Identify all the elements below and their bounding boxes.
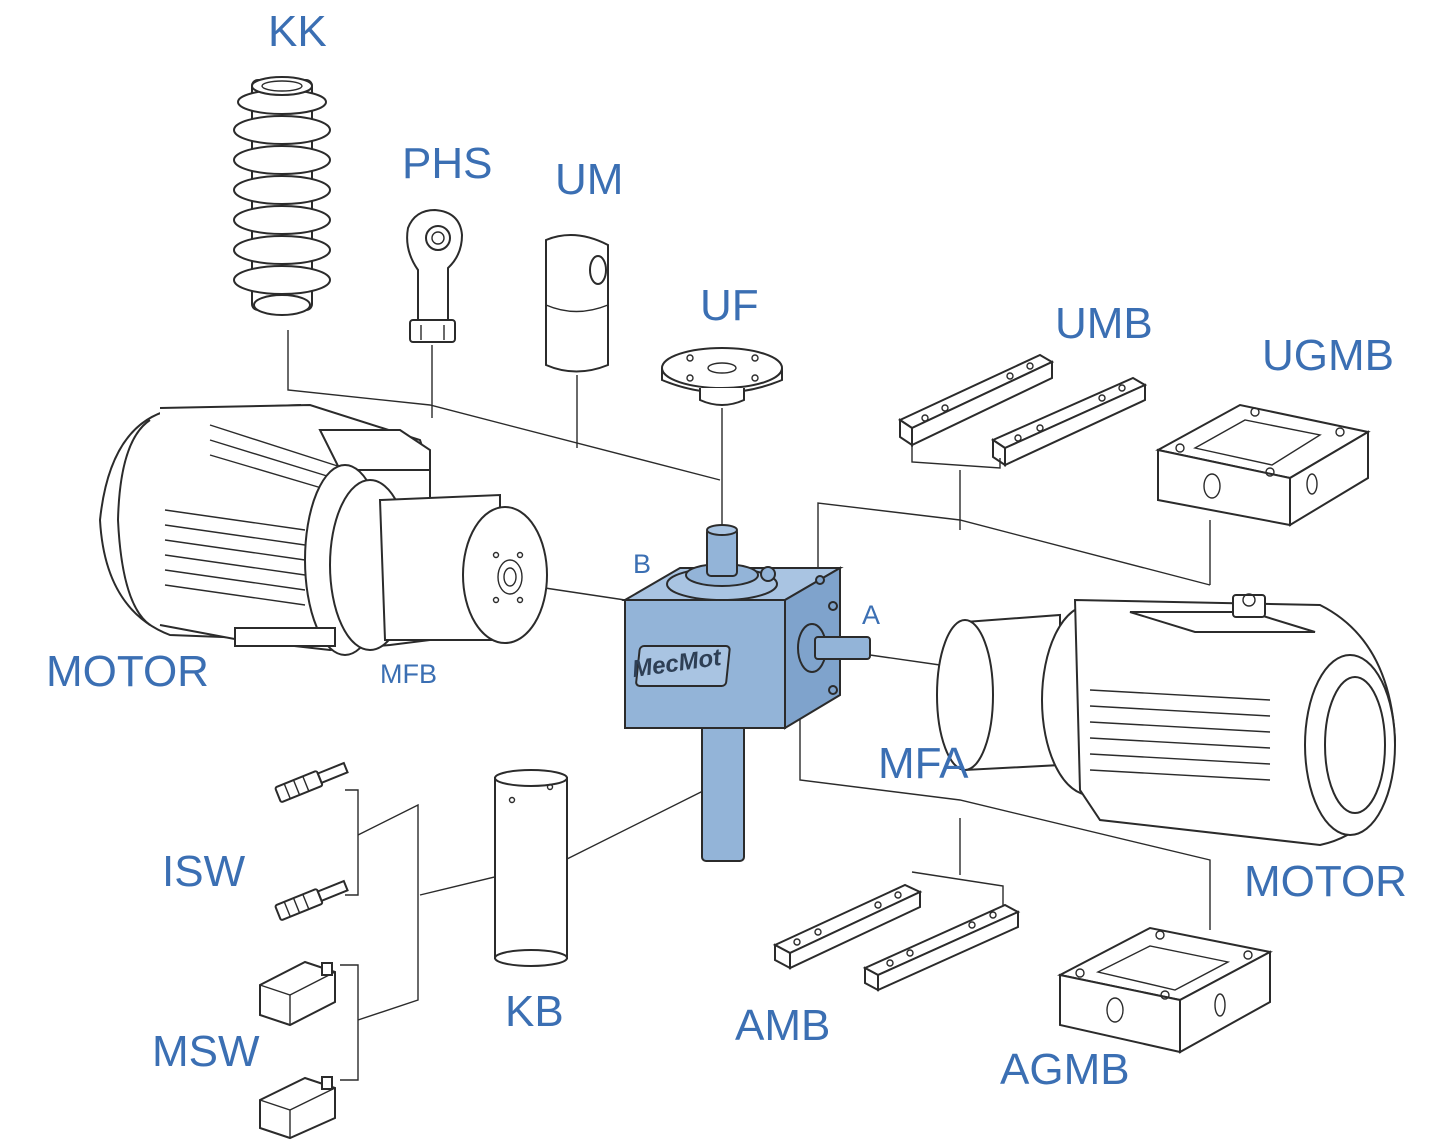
label-b: B [633, 549, 652, 579]
gearbox [621, 524, 871, 862]
gear-mount-block-ugmb [1155, 403, 1371, 527]
leader-amb-agmb [799, 705, 1211, 930]
motor-right [936, 593, 1397, 847]
leader-isw-bracket [345, 789, 359, 896]
switches-msw [259, 960, 336, 1140]
label-agmb: AGMB [1000, 1045, 1130, 1094]
label-umb: UMB [1055, 299, 1153, 348]
leader-mfb [544, 587, 626, 601]
label-uf: UF [700, 281, 759, 330]
label-motor-left: MOTOR [46, 647, 209, 696]
label-a: A [862, 600, 881, 630]
tube-kb [494, 769, 568, 967]
mounting-bars-umb [897, 353, 1148, 469]
label-msw: MSW [152, 1027, 260, 1076]
leader-switch-bus [357, 803, 419, 1021]
bellows-kk [233, 76, 331, 316]
leader-msw-bracket [340, 964, 359, 1081]
label-isw: ISW [162, 847, 246, 896]
leader-mfa [869, 654, 941, 666]
clevis-um [545, 234, 609, 373]
label-kb: KB [505, 987, 564, 1036]
gear-mount-block-agmb [1057, 926, 1273, 1054]
label-ugmb: UGMB [1262, 331, 1394, 380]
leader-kb [564, 789, 706, 861]
label-amb: AMB [735, 1001, 831, 1050]
rod-end-phs [406, 208, 464, 343]
flange-uf [661, 347, 783, 406]
label-kk: KK [268, 7, 327, 56]
label-mfa: MFA [878, 739, 969, 788]
label-motor-right: MOTOR [1244, 857, 1407, 906]
label-phs: PHS [402, 139, 493, 188]
mounting-bars-amb [772, 871, 1021, 992]
motor-left [98, 403, 548, 656]
label-mfb: MFB [380, 659, 437, 689]
leader-kk [287, 330, 721, 481]
sensors-isw [274, 761, 349, 921]
label-um: UM [555, 155, 624, 204]
leader-umb-ugmb [817, 502, 1211, 586]
